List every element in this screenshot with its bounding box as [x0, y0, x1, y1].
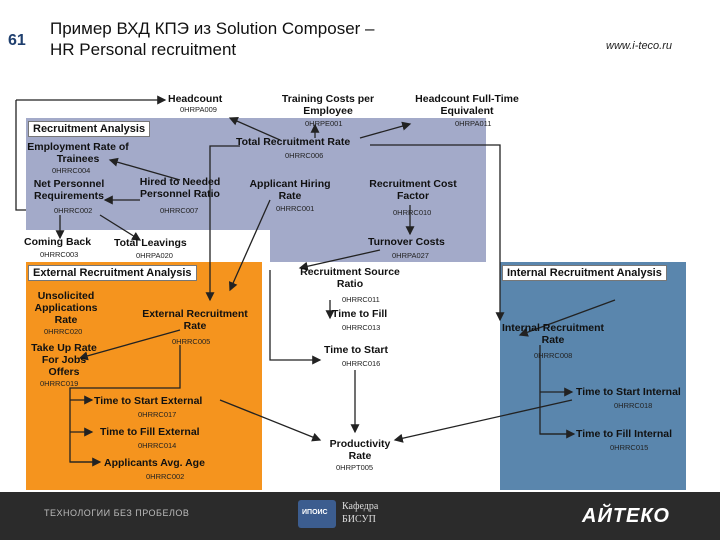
arrow-net-to-leavings — [99, 214, 142, 241]
arrow-internal-header-to-rate — [518, 299, 616, 337]
arrow-left-border — [15, 100, 26, 211]
code-employment-rate: 0HRRC004 — [52, 166, 91, 175]
arrow-turnover-to-source — [298, 249, 381, 271]
node-applicants-age: Applicants Avg. Age — [104, 457, 205, 469]
node-time-fill-internal: Time to Fill Internal — [576, 428, 673, 440]
code-hired-to-needed: 0HRRC007 — [160, 206, 199, 215]
internal-analysis-region — [500, 262, 686, 490]
node-internal-rate: Internal Recruitment Rate — [501, 322, 605, 346]
code-coming-back: 0HRRC003 — [40, 250, 79, 259]
code-recruitment-source: 0HRRC011 — [342, 295, 380, 304]
recruitment-analysis-title: Recruitment Analysis — [28, 121, 151, 137]
code-total-leavings: 0HRPA020 — [136, 251, 173, 260]
footer-bar — [0, 492, 720, 540]
arrow-applicant-to-unsolicited — [229, 199, 271, 292]
code-time-fill-external: 0HRRC014 — [138, 441, 177, 450]
node-net-personnel: Net Personnel Requirements — [33, 178, 105, 202]
node-time-start-external: Time to Start External — [94, 395, 203, 407]
brand-logo: АЙТЕКО — [582, 505, 670, 527]
title-line-2: HR Personal recruitment — [50, 40, 237, 59]
dept-line-1: Кафедра — [342, 501, 379, 512]
arrow-total-to-fte — [359, 121, 412, 139]
node-employment-rate: Employment Rate of Trainees — [27, 141, 129, 165]
code-productivity: 0HRPT005 — [336, 463, 374, 472]
code-training-costs: 0HRPE001 — [305, 119, 343, 128]
arrow-hired-to-employment — [108, 157, 181, 181]
node-total-leavings: Total Leavings — [114, 237, 187, 249]
node-coming-back: Coming Back — [24, 236, 92, 248]
code-applicants-age: 0HRRC002 — [146, 472, 185, 481]
external-analysis-region — [26, 262, 262, 490]
arrow-internal-to-productivity — [393, 399, 573, 443]
node-hired-to-needed: Hired to Needed Personnel Ratio — [139, 176, 221, 200]
external-analysis-title: External Recruitment Analysis — [28, 265, 197, 281]
code-time-fill-internal: 0HRRC015 — [610, 443, 649, 452]
node-time-start-internal: Time to Start Internal — [576, 386, 681, 398]
internal-analysis-title: Internal Recruitment Analysis — [502, 265, 667, 281]
node-unsolicited: Unsolicited Applications Rate — [34, 290, 98, 326]
node-headcount-fte: Headcount Full-Time Equivalent — [415, 93, 519, 117]
code-headcount: 0HRPA009 — [180, 105, 217, 114]
dept-line-2: БИСУП — [342, 514, 376, 525]
arrow-external-to-productivity — [219, 399, 322, 442]
node-headcount: Headcount — [168, 93, 223, 105]
code-unsolicited: 0HRRC020 — [44, 327, 83, 336]
node-total-recruitment-rate: Total Recruitment Rate — [236, 136, 351, 148]
node-time-fill-external: Time to Fill External — [100, 426, 200, 438]
arrow-total-to-external — [205, 145, 240, 302]
node-recruitment-cost: Recruitment Cost Factor — [369, 178, 457, 202]
code-take-up: 0HRRC019 — [40, 379, 79, 388]
node-turnover-costs: Turnover Costs — [368, 236, 445, 248]
code-net-personnel: 0HRRC002 — [54, 206, 93, 215]
node-time-to-start: Time to Start — [324, 344, 388, 356]
node-time-to-fill: Time to Fill — [332, 308, 388, 320]
code-external-rate: 0HRRC005 — [172, 337, 211, 346]
node-productivity: Productivity Rate — [329, 438, 391, 462]
website-link[interactable]: www.i-teco.ru — [606, 40, 673, 52]
title-line-1: Пример ВХД КПЭ из Solution Composer – — [50, 19, 375, 38]
arrow-total-to-internal — [370, 144, 505, 322]
code-turnover-costs: 0HRPA027 — [392, 251, 429, 260]
code-time-start-external: 0HRRC017 — [138, 410, 177, 419]
footer-slogan: ТЕХНОЛОГИИ БЕЗ ПРОБЕЛОВ — [44, 508, 190, 518]
code-headcount-fte: 0HRPA011 — [455, 119, 492, 128]
node-recruitment-source: Recruitment Source Ratio — [300, 266, 400, 290]
arrow-external-to-takeup — [78, 329, 181, 361]
code-applicant-hiring: 0HRRC001 — [276, 204, 315, 213]
arrow-source-to-start — [269, 270, 322, 365]
node-training-costs: Training Costs per Employee — [281, 93, 375, 117]
code-time-to-fill: 0HRRC013 — [342, 323, 381, 332]
department-logo: ИПОИС — [298, 500, 336, 528]
node-take-up: Take Up Rate For Jobs Offers — [31, 342, 97, 378]
department-name: Кафедра БИСУП — [342, 500, 378, 526]
recruitment-analysis-region-lower — [270, 230, 486, 262]
code-internal-rate: 0HRRC008 — [534, 351, 573, 360]
slide-number: 61 — [8, 32, 26, 49]
node-applicant-hiring: Applicant Hiring Rate — [249, 178, 331, 202]
logo-text: ИПОИС — [302, 509, 328, 516]
slide-title: Пример ВХД КПЭ из Solution Composer – HR… — [50, 18, 375, 60]
code-total-recruitment-rate: 0HRRC006 — [285, 151, 324, 160]
code-time-start-internal: 0HRRC018 — [614, 401, 653, 410]
node-external-rate: External Recruitment Rate — [142, 308, 248, 332]
code-time-to-start: 0HRRC016 — [342, 359, 381, 368]
arrow-total-to-headcount — [228, 116, 281, 141]
code-recruitment-cost: 0HRRC010 — [393, 208, 432, 217]
